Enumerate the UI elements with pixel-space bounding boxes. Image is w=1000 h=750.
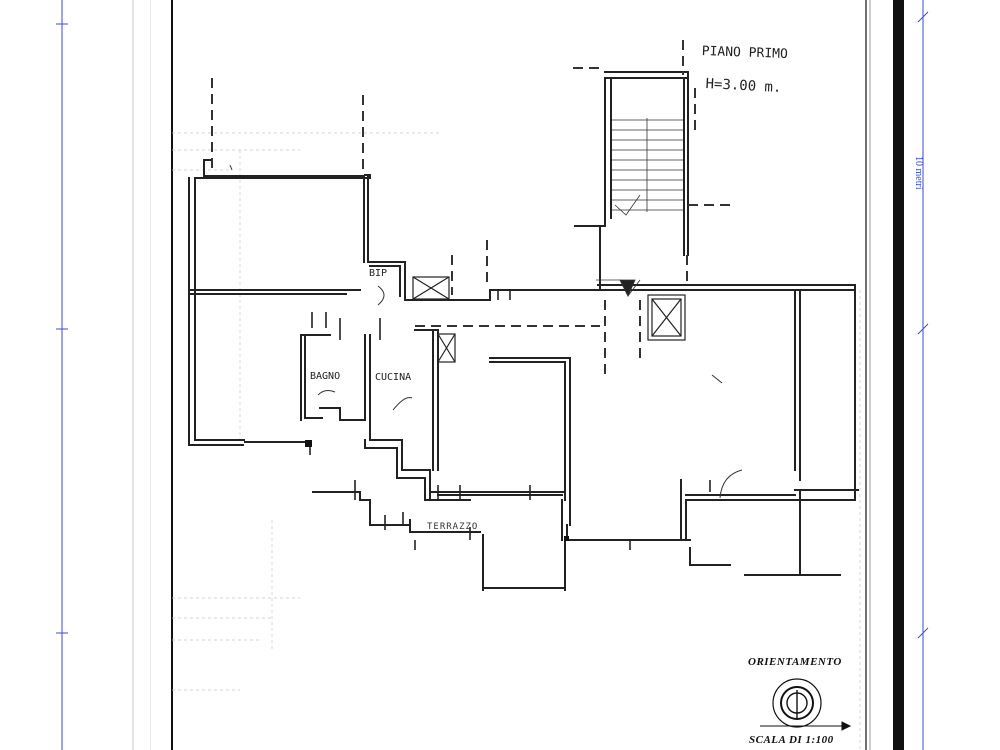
orientation-label: ORIENTAMENTO <box>748 656 842 668</box>
room-label-bagno: BAGNO <box>310 371 341 382</box>
right-dimension-line <box>917 0 929 750</box>
compass-icon <box>760 678 852 731</box>
column-marker <box>305 440 312 447</box>
plan-title: PIANO PRIMO <box>701 44 789 62</box>
right-frame-bar <box>893 0 904 750</box>
staircase <box>596 118 683 297</box>
left-dimension-line <box>56 0 68 750</box>
ruler-label: 10 metri <box>913 156 924 190</box>
room-label-cucina: CUCINA <box>375 372 412 383</box>
dashed-lines <box>211 40 730 380</box>
service-shafts <box>412 276 686 363</box>
scan-margin-texture <box>132 0 151 750</box>
room-label-terrazzo: TERRAZZO <box>427 522 479 532</box>
column-marker <box>564 536 569 541</box>
scale-label: SCALA DI 1:100 <box>749 734 834 746</box>
wall-ticks <box>309 290 711 550</box>
door-swings <box>229 164 743 499</box>
walls <box>188 71 859 591</box>
room-label-bip: BIP <box>369 268 388 279</box>
page-frame <box>171 0 871 750</box>
